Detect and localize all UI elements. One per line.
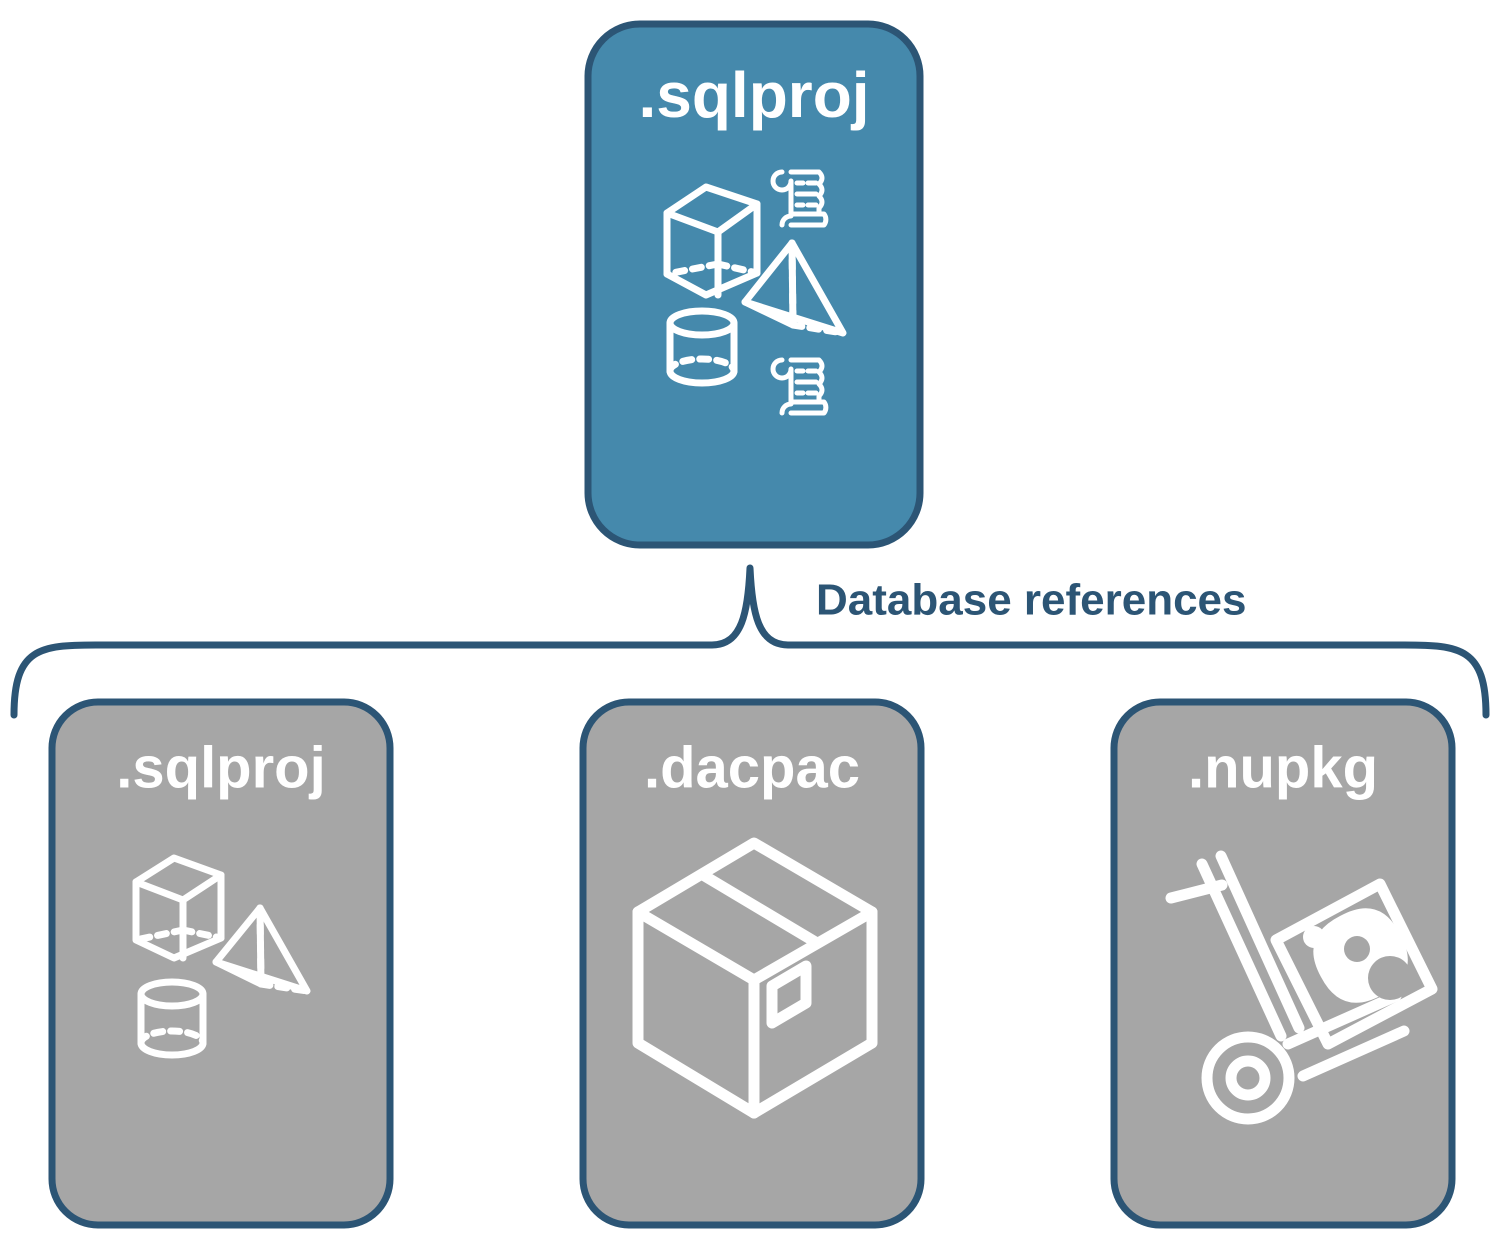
wireframe-cube-icon xyxy=(132,854,225,962)
wireframe-pyramid-icon xyxy=(212,904,311,995)
reference-card-title: .dacpac xyxy=(644,735,860,800)
bracket-label: Database references xyxy=(816,576,1246,625)
wireframe-cylinder-icon xyxy=(666,307,738,387)
reference-card-title: .sqlproj xyxy=(116,735,325,800)
root-sqlproj-card[interactable]: .sqlproj xyxy=(584,20,924,549)
wireframe-cylinder-icon xyxy=(137,978,207,1059)
reference-card-sqlproj[interactable]: .sqlproj xyxy=(48,698,394,1229)
hand-truck-package-icon xyxy=(1165,850,1438,1125)
reference-card-nupkg[interactable]: .nupkg xyxy=(1110,698,1456,1229)
scroll-icon xyxy=(770,169,829,228)
reference-card-dacpac[interactable]: .dacpac xyxy=(579,698,925,1229)
package-box-icon xyxy=(632,837,878,1119)
wireframe-pyramid-icon xyxy=(741,239,847,337)
wireframe-cube-icon xyxy=(663,183,761,299)
reference-card-background xyxy=(579,698,925,1229)
scroll-icon xyxy=(770,357,829,416)
root-card-title: .sqlproj xyxy=(638,59,869,131)
bracket-connector xyxy=(10,564,1490,719)
reference-card-title: .nupkg xyxy=(1188,735,1378,800)
root-card-background xyxy=(584,20,924,549)
